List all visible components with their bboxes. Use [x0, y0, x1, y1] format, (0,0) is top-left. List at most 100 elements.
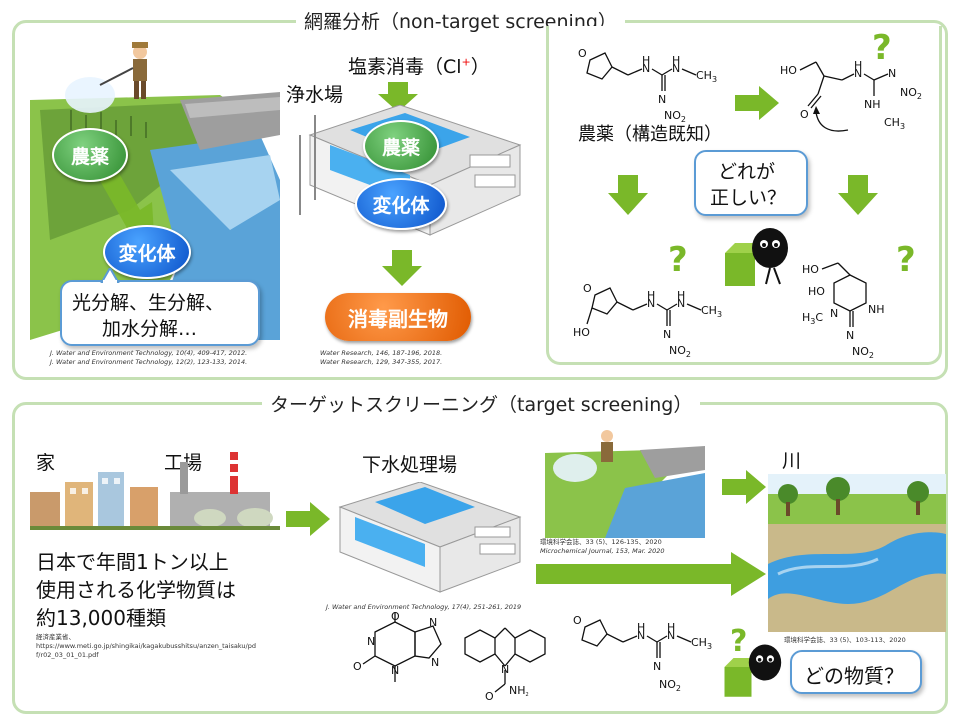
svg-text:NO2: NO2	[900, 86, 922, 101]
question-mark-icon: ?	[730, 624, 748, 659]
callout-tail	[100, 268, 120, 284]
svg-text:N: N	[637, 629, 645, 642]
svg-text:N: N	[830, 307, 838, 320]
svg-text:O: O	[485, 690, 494, 703]
svg-text:O: O	[573, 614, 582, 627]
stat-line-1: 日本で年間1トン以上	[36, 550, 229, 574]
known-pesticide-structure: O NH NH CH3 N NO2	[578, 47, 717, 124]
question-mark-icon: ?	[872, 28, 892, 68]
candidate-structure-1: HO O NH N NO2 NH CH3	[780, 59, 922, 132]
candidate-structure-2: O HO NH NH CH3 N NO2	[573, 282, 722, 359]
process-line-1: 光分解、生分解、	[72, 292, 225, 314]
farm-cite-2: Microchemical Journal, 153, Mar. 2020	[540, 547, 665, 555]
stat-line-2: 使用される化学物質は	[36, 578, 236, 602]
question-mark-icon: ?	[896, 240, 916, 280]
farm-small-illustration	[545, 430, 705, 538]
process-line-2: 加水分解…	[102, 318, 198, 340]
pesticide-bubble-middle: 農薬	[363, 120, 439, 172]
svg-text:NO2: NO2	[669, 344, 691, 359]
river-cite: 環境科学会誌、33 (5)、103-113、2020	[784, 636, 906, 644]
farmer-figure	[99, 42, 148, 99]
chlorine-down-arrow	[378, 82, 418, 112]
svg-text:N: N	[367, 635, 375, 648]
svg-text:N: N	[888, 67, 896, 80]
known-pesticide-label: 農薬（構造既知）	[578, 124, 722, 145]
caffeine-structure: O O N N N N	[353, 612, 442, 682]
thinking-character	[725, 228, 788, 286]
svg-text:O: O	[578, 47, 587, 60]
svg-text:N: N	[672, 62, 680, 75]
town-factory-illustration	[30, 452, 280, 530]
pesticide-bubble-left: 農薬	[52, 128, 128, 182]
svg-text:N: N	[663, 328, 671, 341]
left-cite-2: J. Water and Environment Technology, 12(…	[50, 358, 248, 366]
byproduct-bubble: 消毒副生物	[325, 293, 471, 341]
chlorination-label: 塩素消毒（Cl+）	[348, 55, 490, 78]
target-panel-title: ターゲットスクリーニング（target screening）	[262, 390, 701, 417]
svg-text:N: N	[677, 297, 685, 310]
thinking-character-bottom	[724, 644, 782, 697]
svg-text:NH2: NH2	[509, 684, 529, 698]
svg-text:NO2: NO2	[852, 345, 874, 360]
svg-text:O: O	[583, 282, 592, 295]
left-cite-1: J. Water and Environment Technology, 10(…	[50, 349, 248, 357]
svg-text:H3C: H3C	[802, 311, 823, 326]
sewage-label: 下水処理場	[362, 454, 458, 476]
which-correct-callout: どれが 正しい？	[694, 150, 808, 216]
meti-source: 経済産業省、	[36, 633, 75, 641]
water-plant-label: 浄水場	[286, 84, 344, 106]
which-substance-text: どの物質？	[804, 664, 904, 688]
svg-text:CH3: CH3	[701, 304, 722, 319]
svg-text:N: N	[667, 629, 675, 642]
hypothesis-arrow-down-right	[838, 175, 878, 215]
stat-line-3: 約13,000種類	[36, 606, 166, 630]
svg-text:H: H	[854, 59, 862, 72]
middle-cite-1: Water Research, 146, 187-196, 2018.	[320, 349, 443, 357]
river-illustration	[768, 474, 946, 632]
svg-text:H: H	[667, 621, 675, 634]
process-callout: 光分解、生分解、 加水分解…	[60, 280, 260, 346]
svg-text:N: N	[501, 663, 509, 676]
svg-text:N: N	[653, 660, 661, 673]
svg-text:H: H	[637, 621, 645, 634]
to-sewage-arrow	[286, 502, 330, 536]
meti-url-1: https://www.meti.go.jp/shingikai/kagakub…	[36, 642, 256, 650]
home-label: 家	[36, 452, 56, 474]
question-mark-icon: ?	[668, 240, 688, 280]
svg-text:N: N	[846, 329, 854, 342]
which-line-1: どれが	[718, 161, 776, 183]
svg-text:HO: HO	[780, 64, 797, 77]
svg-text:N: N	[658, 93, 666, 106]
svg-text:O: O	[800, 108, 809, 121]
farm-cite-1: 環境科学会誌、33 (5)、126-135、2020	[540, 538, 662, 546]
target-pesticide-structure: O NH NH CH3 N NO2	[573, 614, 712, 693]
svg-text:NO2: NO2	[664, 109, 686, 124]
river-label: 川	[782, 450, 802, 472]
middle-cite-2: Water Research, 129, 347-355, 2017.	[320, 358, 443, 366]
svg-text:NO2: NO2	[659, 678, 681, 693]
svg-text:CH3: CH3	[691, 636, 712, 651]
svg-text:N: N	[854, 67, 862, 80]
svg-text:H: H	[677, 289, 685, 302]
to-river-arrow-top	[722, 470, 766, 504]
svg-text:N: N	[429, 616, 437, 629]
carbamazepine-structure: N O NH2	[464, 627, 546, 703]
svg-text:NH: NH	[864, 98, 881, 111]
svg-text:HO: HO	[808, 285, 825, 298]
which-line-2: 正しい？	[710, 187, 787, 209]
svg-text:CH3: CH3	[884, 116, 905, 131]
svg-text:N: N	[647, 297, 655, 310]
transform-bubble-middle: 変化体	[355, 178, 447, 230]
meti-url-2: f/r02_03_01_01.pdf	[36, 651, 99, 659]
svg-text:H: H	[647, 289, 655, 302]
sewage-cite: J. Water and Environment Technology, 17(…	[326, 603, 522, 611]
svg-text:N: N	[431, 656, 439, 669]
svg-text:NH: NH	[868, 303, 885, 316]
svg-text:HO: HO	[573, 326, 590, 339]
hypothesis-arrow-down-left	[608, 175, 648, 215]
hypothesis-arrow-right	[735, 86, 779, 120]
svg-text:N: N	[642, 62, 650, 75]
transform-bubble-left: 変化体	[103, 225, 191, 279]
sewage-plant-illustration	[338, 482, 522, 593]
candidate-structure-3: HO HO NH H3C N N NO2	[802, 262, 885, 360]
